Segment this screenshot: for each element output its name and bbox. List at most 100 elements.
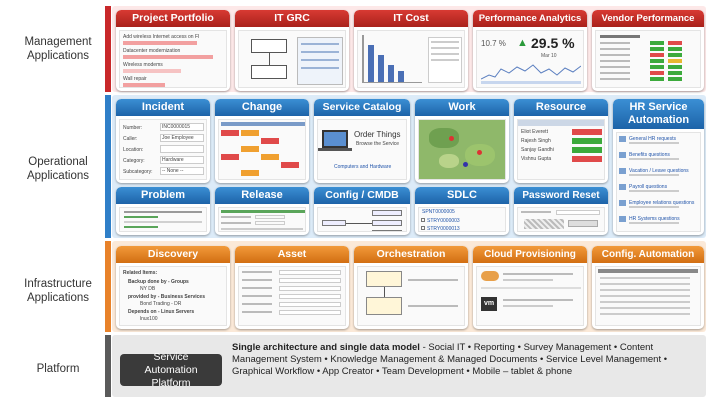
card-title: Work — [415, 99, 509, 116]
sdlc-preview: SPNT0000005 STRY0000003 STRY0000013 — [418, 207, 506, 232]
infrastructure-strip — [105, 241, 111, 332]
hr-item: Employee relations questions — [629, 200, 695, 206]
computers-hardware-link: Computers and Hardware — [334, 164, 392, 170]
vendor-performance-card[interactable]: Vendor Performance — [592, 10, 704, 91]
sparkline — [481, 64, 581, 84]
card-title: Project Portfolio — [116, 10, 230, 27]
hr-item: HR Systems questions — [629, 216, 680, 222]
change-card[interactable]: Change — [215, 99, 309, 183]
performance-analytics-card[interactable]: Performance Analytics 10.7 % ▲ 29.5 % Ma… — [473, 10, 587, 91]
hr-preview: General HR requests Benefits questions V… — [616, 132, 701, 232]
relation-item: NY DB — [140, 286, 156, 292]
service-automation-platform-label: Service Automation Platform — [120, 351, 222, 389]
platform-description-bold: Single architecture and single data mode… — [232, 342, 420, 353]
trend-up-icon: ▲ — [517, 37, 528, 49]
order-things-label: Order Things — [354, 130, 401, 139]
relation-item: Bond Trading - DR — [140, 301, 182, 307]
operational-row-label: Operational Applications — [26, 156, 89, 182]
field-value: -- None -- — [160, 167, 204, 175]
field-label: Category: — [123, 158, 145, 164]
hr-item: Benefits questions — [629, 152, 670, 158]
field-label: Number: — [123, 125, 143, 131]
card-title: Cloud Provisioning — [473, 246, 587, 263]
resource-name: Sanjay Gandhi — [521, 147, 554, 153]
card-title: Password Reset — [514, 187, 608, 204]
hr-item: General HR requests — [629, 136, 676, 142]
preview-line: Wall repair — [123, 76, 147, 82]
resource-name: Eliot Everett — [521, 129, 548, 135]
architecture-diagram: Management Applications Operational Appl… — [6, 4, 706, 399]
laptop-icon — [322, 130, 348, 148]
hr-item: Vacation / Leave questions — [629, 168, 689, 174]
cloud-provisioning-preview: vm — [476, 266, 584, 326]
captcha-image — [524, 219, 564, 229]
config-automation-preview — [595, 266, 701, 326]
relation-item: lnux100 — [140, 316, 158, 322]
problem-preview — [119, 207, 207, 232]
field-value — [160, 145, 204, 153]
field-label: Caller: — [123, 136, 138, 142]
resource-preview: Eliot Everett Rajesh Singh Sanjay Gandhi… — [517, 119, 605, 180]
card-title: Change — [215, 99, 309, 116]
card-title: Discovery — [116, 246, 230, 263]
field-label: Subcategory: — [123, 169, 153, 175]
card-title: Orchestration — [354, 246, 468, 263]
asset-card[interactable]: Asset — [235, 246, 349, 329]
release-card[interactable]: Release — [215, 187, 309, 235]
operational-strip — [105, 95, 111, 238]
story-number: STRY0000003 — [427, 218, 460, 224]
relation-item: Backup done by - Groups — [128, 279, 189, 285]
card-title: Resource — [514, 99, 608, 116]
problem-card[interactable]: Problem — [116, 187, 210, 235]
resource-card[interactable]: Resource Eliot Everett Rajesh Singh Sanj… — [514, 99, 608, 183]
project-portfolio-card[interactable]: Project Portfolio Add wireless Internet … — [116, 10, 230, 91]
orchestration-preview — [357, 266, 465, 326]
cloud-provisioning-card[interactable]: Cloud Provisioning vm — [473, 246, 587, 329]
cmdb-preview — [317, 207, 407, 232]
incident-preview: Number: INC0000015 Caller: Joe Employee … — [119, 119, 207, 180]
browse-label: Browse the Service — [356, 141, 400, 147]
change-preview — [218, 119, 306, 180]
card-title: Config. Automation — [592, 246, 704, 263]
map-pin-icon — [477, 150, 482, 155]
card-title: IT GRC — [235, 10, 349, 27]
cloud-icon — [481, 271, 499, 281]
service-catalog-card[interactable]: Service Catalog Order Things Browse the … — [314, 99, 410, 183]
password-reset-card[interactable]: Password Reset — [514, 187, 608, 235]
field-value: INC0000015 — [160, 123, 204, 131]
card-title: Release — [215, 187, 309, 204]
card-title: Config / CMDB — [314, 187, 410, 204]
relation-item: provided by - Business Services — [128, 294, 205, 300]
preview-line: Datacenter modernization — [123, 48, 181, 54]
sdlc-card[interactable]: SDLC SPNT0000005 STRY0000003 STRY0000013 — [415, 187, 509, 235]
it-grc-card[interactable]: IT GRC — [235, 10, 349, 91]
hr-service-automation-card[interactable]: HR Service Automation General HR request… — [613, 99, 704, 235]
config-cmdb-card[interactable]: Config / CMDB — [314, 187, 410, 235]
discovery-card[interactable]: Discovery Related Items: Backup done by … — [116, 246, 230, 329]
vm-icon: vm — [481, 297, 497, 311]
field-value: Joe Employee — [160, 134, 204, 142]
preview-line: Wireless modems — [123, 62, 163, 68]
card-title: Service Catalog — [314, 99, 410, 116]
work-map-preview — [418, 119, 506, 180]
service-catalog-preview: Order Things Browse the Service Computer… — [317, 119, 407, 180]
infrastructure-row-label: Infrastructure Applications — [24, 278, 92, 304]
resource-name: Rajesh Singh — [521, 138, 551, 144]
date-label: Mar 10 — [541, 53, 557, 59]
card-title: Incident — [116, 99, 210, 116]
card-title: Performance Analytics — [473, 10, 587, 27]
it-grc-preview — [238, 30, 346, 88]
orchestration-card[interactable]: Orchestration — [354, 246, 468, 329]
incident-card[interactable]: Incident Number: INC0000015 Caller: Joe … — [116, 99, 210, 183]
work-card[interactable]: Work — [415, 99, 509, 183]
hr-item: Payroll questions — [629, 184, 668, 190]
field-label: Location: — [123, 147, 144, 153]
related-items-label: Related Items: — [123, 270, 158, 276]
release-preview — [218, 207, 306, 232]
discovery-preview: Related Items: Backup done by - Groups N… — [119, 266, 227, 326]
config-automation-card[interactable]: Config. Automation — [592, 246, 704, 329]
it-cost-card[interactable]: IT Cost — [354, 10, 468, 91]
card-title: HR Service Automation — [613, 99, 704, 129]
small-percentage: 10.7 % — [481, 39, 506, 48]
big-percentage: 29.5 % — [531, 35, 575, 51]
